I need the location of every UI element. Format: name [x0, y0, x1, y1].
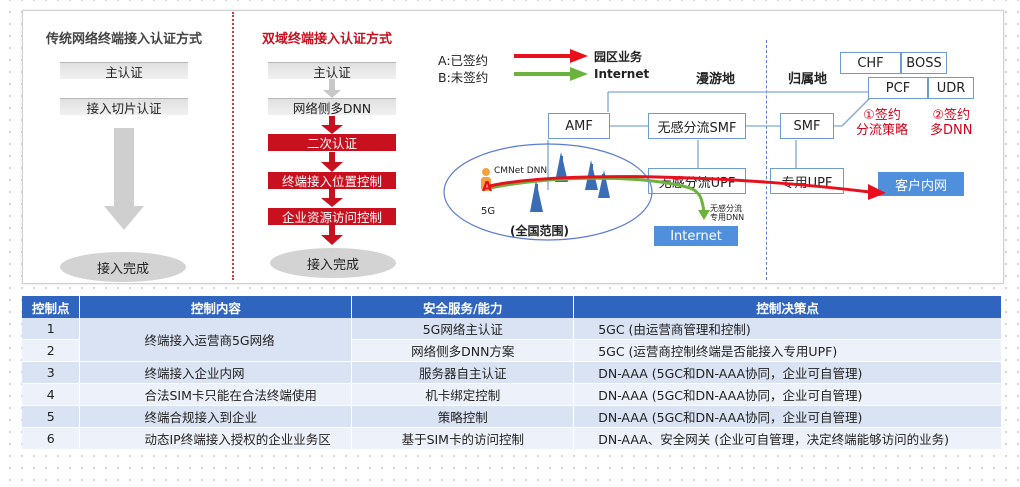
table-row: 6 动态IP终端接入授权的企业业务区 基于SIM卡的访问控制 DN-AAA、安全…	[22, 427, 1002, 450]
table-row: 3 终端接入企业内网 服务器自主认证 DN-AAA (5GC和DN-AAA协同，…	[22, 361, 1002, 384]
chf-node: CHF	[840, 52, 901, 74]
legend-campus-label: 园区业务	[594, 50, 643, 64]
cell-id: 4	[22, 383, 81, 406]
control-table: 控制点 控制内容 安全服务/能力 控制决策点 1 终端接入运营商5G网络 5G网…	[22, 296, 1002, 450]
cell-service: 5G网络主认证	[351, 318, 575, 340]
note-dnn-subscription: ②签约多DNN	[930, 108, 972, 138]
cell-content: 终端接入企业内网	[79, 361, 353, 384]
zone-roaming-label: 漫游地	[696, 72, 736, 87]
cell-id: 5	[22, 405, 81, 428]
legend-internet-label: Internet	[594, 67, 650, 81]
cell-content: 终端接入运营商5G网络	[79, 318, 353, 362]
dual-step-secondary-auth: 二次认证	[268, 134, 396, 151]
cell-service: 策略控制	[351, 405, 575, 428]
cell-service: 基于SIM卡的访问控制	[351, 427, 575, 450]
traditional-step-slice-auth: 接入切片认证	[60, 98, 188, 116]
note-policy-line1: ①签约	[863, 108, 901, 123]
traditional-end-ellipse: 接入完成	[60, 252, 186, 282]
roaming-smf-node: 无感分流SMF	[648, 113, 746, 139]
header-control-point: 控制点	[22, 296, 81, 318]
boss-node: BOSS	[901, 52, 947, 74]
note-policy-subscription: ①签约分流策略	[856, 108, 908, 138]
header-security-service: 安全服务/能力	[351, 296, 575, 318]
local-dnn-line2: 专用DNN	[710, 213, 745, 222]
legend-arrows	[514, 49, 588, 81]
note-dnn-line2: 多DNN	[930, 123, 973, 138]
traditional-step-primary-auth: 主认证	[60, 62, 188, 80]
dual-step-resource-access: 企业资源访问控制	[268, 208, 396, 225]
zone-divider	[766, 40, 767, 280]
cell-service: 服务器自主认证	[351, 361, 575, 384]
cell-decision: DN-AAA (5GC和DN-AAA协同，企业可自管理)	[573, 383, 1002, 406]
traditional-title: 传统网络终端接入认证方式	[46, 32, 203, 47]
cell-decision: 5GC (运营商控制终端是否能接入专用UPF)	[573, 339, 1002, 362]
udr-node: UDR	[928, 77, 974, 99]
cmnet-dnn-label: CMNet DNN	[494, 166, 548, 176]
ue-label: A	[482, 180, 493, 195]
note-policy-line2: 分流策略	[856, 123, 909, 138]
dual-end-label: 接入完成	[306, 257, 359, 273]
dual-step-multi-dnn: 网络侧多DNN	[268, 98, 396, 116]
table-row: 4 合法SIM卡只能在合法终端使用 机卡绑定控制 DN-AAA (5GC和DN-…	[22, 383, 1002, 406]
dual-step-location-control: 终端接入位置控制	[268, 172, 396, 189]
5g-label: 5G	[481, 206, 496, 217]
legend-signed: A:已签约	[438, 53, 489, 68]
table-row: 1 终端接入运营商5G网络 5G网络主认证 5GC (由运营商管理和控制)	[22, 318, 1002, 362]
dual-end-ellipse: 接入完成	[270, 248, 396, 278]
local-dnn-label: 无感分流专用DNN	[710, 204, 744, 222]
local-dnn-line1: 无感分流	[710, 204, 742, 213]
cell-id: 6	[22, 427, 81, 450]
internet-node: Internet	[654, 226, 738, 246]
table-row: 2 网络侧多DNN方案 5GC (运营商控制终端是否能接入专用UPF)	[22, 339, 1002, 362]
cell-content: 动态IP终端接入授权的企业业务区	[79, 427, 353, 450]
header-decision-point: 控制决策点	[573, 296, 1002, 318]
cell-id: 2	[22, 339, 81, 362]
customer-intranet-node: 客户内网	[878, 172, 964, 196]
table-header: 控制点 控制内容 安全服务/能力 控制决策点	[22, 296, 1002, 318]
dual-domain-title: 双域终端接入认证方式	[262, 32, 393, 47]
scope-label: (全国范围)	[510, 224, 569, 238]
legend-unsigned: B:未签约	[438, 70, 489, 85]
pcf-node: PCF	[868, 77, 928, 99]
table-row: 5 终端合规接入到企业 策略控制 DN-AAA (5GC和DN-AAA协同，企业…	[22, 405, 1002, 428]
header-control-content: 控制内容	[79, 296, 353, 318]
traditional-flow-arrow	[104, 128, 144, 230]
dual-flow-arrows	[321, 79, 343, 245]
cell-service: 机卡绑定控制	[351, 383, 575, 406]
cell-decision: DN-AAA (5GC和DN-AAA协同，企业可自管理)	[573, 405, 1002, 428]
note-dnn-line1: ②签约	[932, 108, 971, 123]
cell-content: 合法SIM卡只能在合法终端使用	[79, 383, 353, 406]
cell-decision: DN-AAA、安全网关 (企业可自管理，决定终端能够访问的业务)	[573, 427, 1002, 450]
cell-id: 3	[22, 361, 81, 384]
cell-id: 1	[22, 318, 81, 340]
cell-service: 网络侧多DNN方案	[351, 339, 575, 362]
ran-area	[443, 143, 886, 241]
cell-content: 终端合规接入到企业	[79, 405, 353, 428]
zone-home-label: 归属地	[788, 72, 828, 87]
cell-decision: 5GC (由运营商管理和控制)	[573, 318, 1002, 340]
cell-decision: DN-AAA (5GC和DN-AAA协同，企业可自管理)	[573, 361, 1002, 384]
amf-node: AMF	[548, 113, 610, 139]
dual-step-primary-auth: 主认证	[268, 62, 396, 80]
section-divider	[232, 12, 234, 280]
traditional-end-label: 接入完成	[96, 261, 149, 277]
home-smf-node: SMF	[780, 113, 834, 139]
